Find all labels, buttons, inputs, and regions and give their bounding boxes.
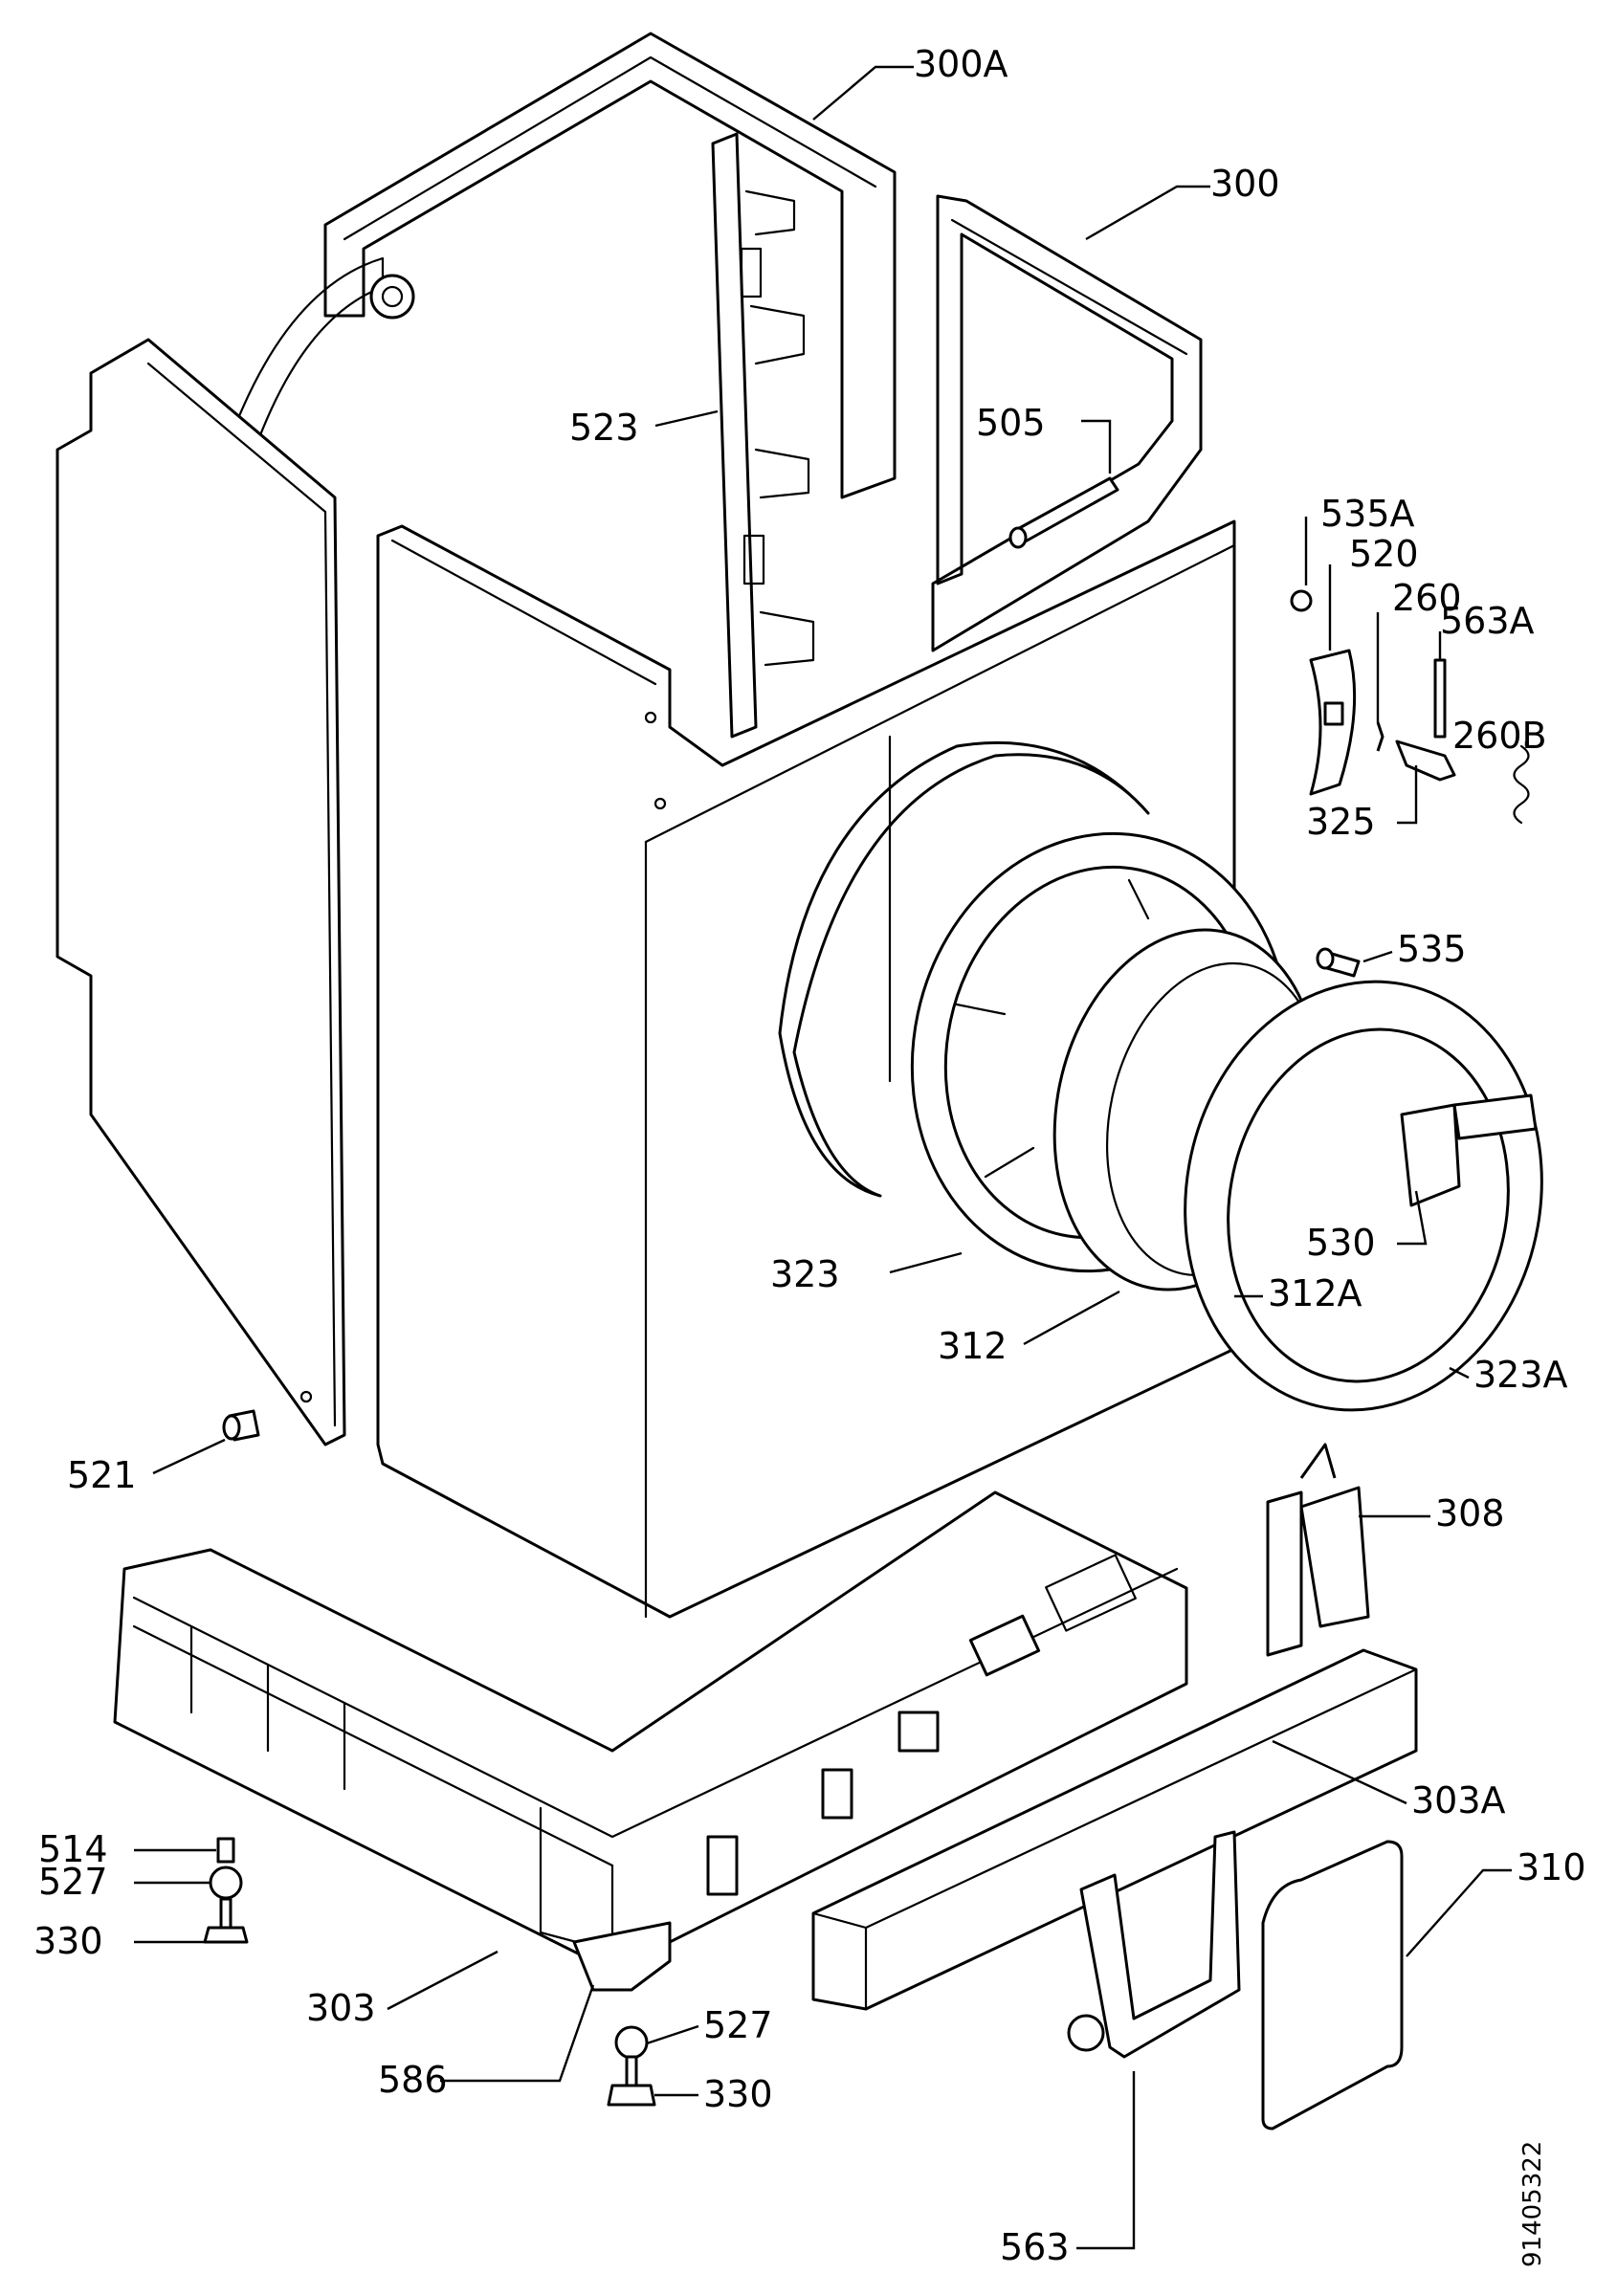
label-535A: 535A <box>1320 493 1415 535</box>
label-523: 523 <box>569 407 639 449</box>
label-303: 303 <box>306 1987 376 2029</box>
label-312: 312 <box>938 1325 1008 1367</box>
label-325: 325 <box>1306 801 1376 843</box>
outer-door-323A <box>1184 980 1543 1412</box>
label-563: 563 <box>1000 2226 1070 2268</box>
reference-code: 91405322 <box>1518 2141 1547 2267</box>
hinge-308 <box>1266 1443 1370 1657</box>
label-323: 323 <box>770 1253 840 1295</box>
label-514: 514 <box>38 1828 108 1870</box>
label-563A: 563A <box>1440 600 1535 642</box>
label-308: 308 <box>1435 1492 1505 1534</box>
label-312A: 312A <box>1268 1272 1362 1314</box>
flap-and-bracket <box>1067 1830 1404 2130</box>
label-260: 260 <box>1392 577 1462 619</box>
rod-505 <box>1008 476 1119 549</box>
label-586: 586 <box>378 2059 448 2101</box>
kick-plate-303A <box>811 1648 1418 2011</box>
base-frame-303 <box>113 1490 1188 1973</box>
main-cabinet <box>376 519 1236 1619</box>
label-323A: 323A <box>1473 1354 1568 1396</box>
pin-535 <box>1316 947 1361 978</box>
feet <box>203 1837 672 2107</box>
label-300A: 300A <box>914 43 1008 85</box>
label-303A: 303A <box>1411 1779 1506 1821</box>
label-330-lower: 330 <box>703 2073 773 2115</box>
label-535: 535 <box>1397 928 1467 970</box>
left-side-panel <box>55 338 346 1446</box>
label-520: 520 <box>1349 533 1419 575</box>
label-310: 310 <box>1517 1846 1586 1888</box>
label-260B: 260B <box>1452 715 1547 757</box>
label-527-lower: 527 <box>703 2004 773 2046</box>
rail-523 <box>711 132 815 739</box>
label-505: 505 <box>976 402 1046 444</box>
screw-521 <box>222 1409 260 1442</box>
label-527: 527 <box>38 1861 108 1903</box>
label-300: 300 <box>1210 163 1280 205</box>
lock-assembly <box>1290 589 1530 825</box>
label-530: 530 <box>1306 1222 1376 1264</box>
label-330: 330 <box>33 1920 103 1962</box>
part-labels: 300A 300 523 505 535A 520 260 563A 260B … <box>33 43 1586 2268</box>
rear-frame-300A <box>228 32 897 499</box>
label-521: 521 <box>67 1454 137 1496</box>
leader-lines <box>134 65 1528 2250</box>
